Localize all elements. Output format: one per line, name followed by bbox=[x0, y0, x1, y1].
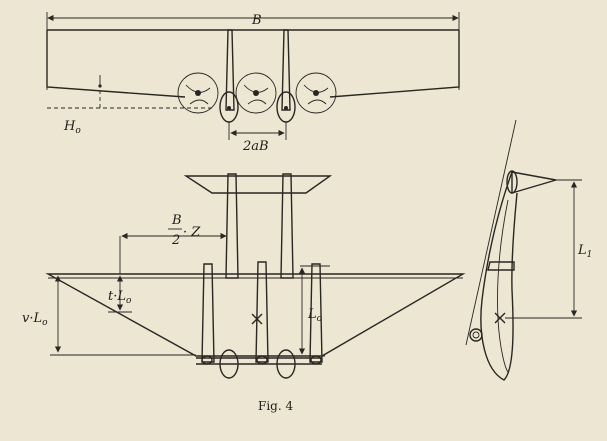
plan-boom-left bbox=[225, 173, 239, 279]
label-lo: Lo bbox=[307, 307, 323, 324]
side-wing-section bbox=[487, 261, 515, 271]
side-tail-plane bbox=[511, 171, 557, 194]
plan-nacelle-3 bbox=[309, 263, 323, 363]
front-nacelle-left-center bbox=[227, 106, 231, 110]
spinner-2 bbox=[256, 355, 268, 365]
figure-caption: Fig. 4 bbox=[258, 399, 293, 413]
spinner-3 bbox=[310, 355, 322, 365]
hub-center bbox=[253, 90, 259, 96]
side-wheel bbox=[469, 328, 483, 342]
front-fin-left bbox=[225, 29, 235, 111]
propeller-disc-center bbox=[235, 72, 277, 114]
side-wheel-hub bbox=[472, 331, 480, 339]
label-spacing: 2aB bbox=[242, 139, 269, 154]
hub-right bbox=[313, 90, 319, 96]
plan-nacelle-2 bbox=[255, 261, 269, 363]
propeller-disc-left bbox=[177, 72, 219, 114]
label-span: B bbox=[251, 13, 262, 28]
label-l1: L1 bbox=[577, 243, 592, 260]
side-cg-mark bbox=[494, 312, 506, 324]
spinner-1 bbox=[201, 355, 213, 365]
front-fin-right bbox=[281, 29, 291, 111]
side-fuselage bbox=[480, 171, 518, 381]
horizontal-tail bbox=[183, 175, 333, 194]
main-wing-plan bbox=[45, 273, 466, 357]
height-dot bbox=[98, 84, 102, 88]
label-vlo: v·Lo bbox=[22, 311, 48, 328]
front-wing-left bbox=[46, 30, 186, 98]
front-wing-right bbox=[329, 30, 460, 98]
plan-nacelle-1 bbox=[201, 263, 215, 363]
plan-view bbox=[45, 173, 466, 379]
side-view bbox=[465, 119, 582, 381]
side-fuselage-inner bbox=[497, 199, 509, 373]
label-halfspan-num: B bbox=[171, 213, 182, 228]
label-height: Ho bbox=[63, 119, 81, 136]
plan-boom-right bbox=[280, 173, 294, 279]
label-tlo: t·Lo bbox=[108, 289, 132, 306]
propeller-disc-right bbox=[295, 72, 337, 114]
center-of-gravity-mark bbox=[251, 313, 263, 325]
label-halfspan-den: 2 bbox=[171, 233, 180, 248]
side-reference-axis bbox=[465, 119, 517, 346]
front-view bbox=[46, 12, 460, 140]
hub-left bbox=[195, 90, 201, 96]
front-nacelle-right-center bbox=[284, 106, 288, 110]
side-tail-hub bbox=[506, 170, 518, 194]
label-halfspan-z: · Z bbox=[183, 225, 201, 240]
